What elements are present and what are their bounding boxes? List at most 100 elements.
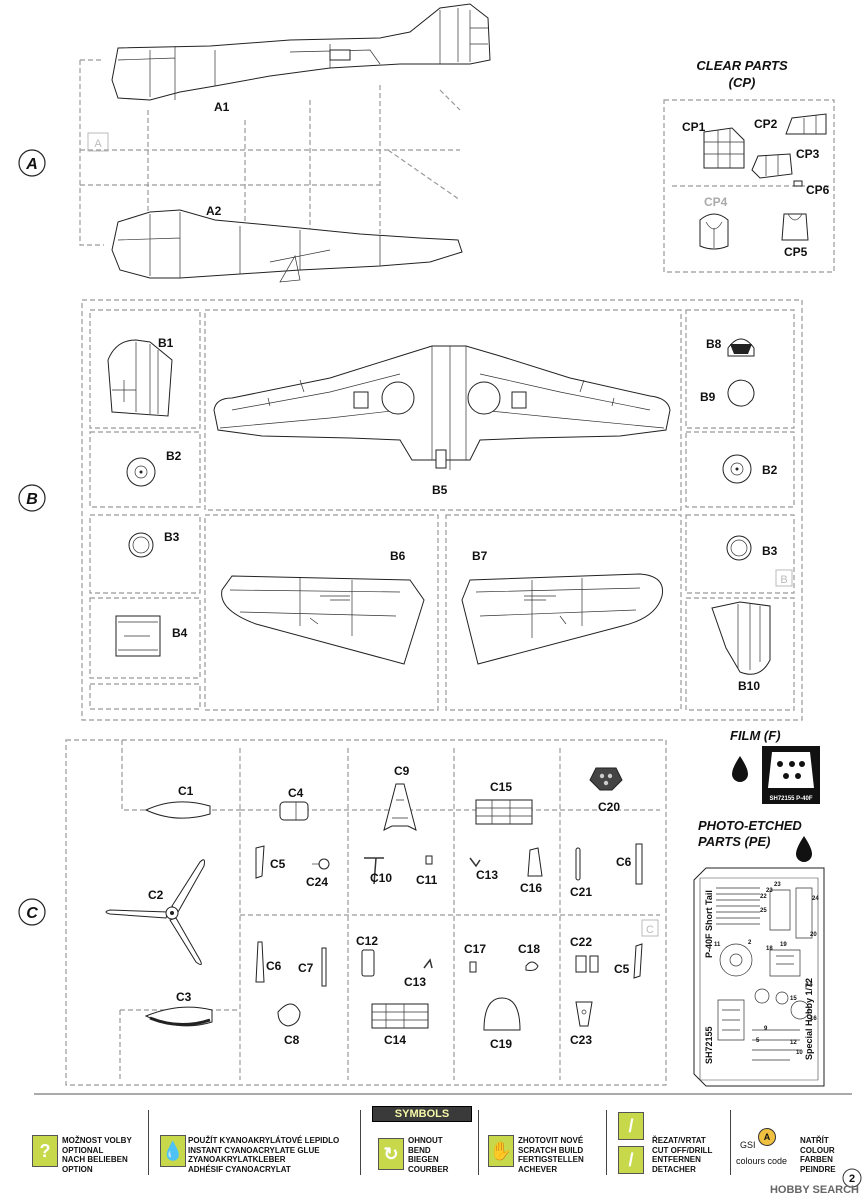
part-label-b2-left: B2 bbox=[166, 449, 182, 463]
part-label-cp6: CP6 bbox=[806, 183, 830, 197]
pe-number: 10 bbox=[796, 1050, 803, 1056]
part-c5 bbox=[255, 845, 265, 879]
sprue-b-tag: B bbox=[780, 574, 787, 586]
pe-fret-code: SH72155 bbox=[704, 1026, 714, 1064]
part-label-a2: A2 bbox=[206, 204, 222, 218]
part-label-c22: C22 bbox=[570, 935, 592, 949]
sprue-a-tag: A bbox=[94, 138, 102, 150]
part-c24 bbox=[318, 858, 330, 870]
pe-number: 9 bbox=[764, 1026, 768, 1032]
part-c8 bbox=[277, 1003, 301, 1027]
legend-optional: MOŽNOST VOLBY OPTIONAL NACH BELIEBEN OPT… bbox=[62, 1136, 132, 1174]
pe-number: 18 bbox=[766, 946, 773, 952]
part-c21 bbox=[575, 847, 581, 881]
part-label-b1: B1 bbox=[158, 336, 174, 350]
part-label-cp5: CP5 bbox=[784, 245, 808, 259]
part-label-b6: B6 bbox=[390, 549, 406, 563]
part-c11 bbox=[425, 855, 433, 865]
cut-icon: / bbox=[618, 1112, 644, 1140]
part-label-c5-b: C5 bbox=[614, 962, 630, 976]
pe-number: 20 bbox=[810, 932, 817, 938]
pe-fret bbox=[693, 867, 825, 1087]
clear-parts-title-1: CLEAR PARTS bbox=[696, 58, 788, 73]
part-label-b2-right: B2 bbox=[762, 463, 778, 477]
pe-number: 12 bbox=[790, 1040, 797, 1046]
legend-separator bbox=[478, 1110, 479, 1175]
part-label-c4: C4 bbox=[288, 786, 304, 800]
film-title: FILM (F) bbox=[730, 728, 781, 743]
part-label-c13: C13 bbox=[476, 868, 498, 882]
watermark: HOBBY SEARCH bbox=[769, 1184, 859, 1196]
part-label-cp2: CP2 bbox=[754, 117, 778, 131]
fuselage-a1 bbox=[111, 3, 491, 101]
gsi-code-icon: A bbox=[758, 1128, 776, 1146]
pe-number: 23 bbox=[774, 882, 781, 888]
part-label-c11: C11 bbox=[416, 873, 438, 887]
part-label-b5: B5 bbox=[432, 483, 448, 497]
part-label-cp1: CP1 bbox=[682, 120, 706, 134]
part-label-c1: C1 bbox=[178, 784, 194, 798]
legend-scratch: ZHOTOVIT NOVÉ SCRATCH BUILD FERTIGSTELLE… bbox=[518, 1136, 584, 1174]
wing-upper-b6 bbox=[221, 575, 425, 665]
part-c13-b bbox=[423, 958, 433, 969]
legend-separator bbox=[606, 1110, 607, 1175]
part-label-c15: C15 bbox=[490, 780, 512, 794]
spinner-c1 bbox=[144, 801, 211, 819]
clear-parts: CLEAR PARTS (CP) CP1 CP2 CP3 CP4 CP5 CP6 bbox=[663, 58, 835, 273]
part-label-c6: C6 bbox=[616, 855, 632, 869]
canopy-cp1 bbox=[703, 127, 745, 169]
pe-number: 15 bbox=[790, 996, 797, 1002]
propeller-c2 bbox=[105, 859, 205, 966]
film-section: FILM (F) SH72155 P-40F bbox=[730, 728, 820, 804]
canopy-cp3 bbox=[751, 153, 793, 179]
pe-number: 24 bbox=[812, 896, 819, 902]
sprue-c-tag: C bbox=[646, 924, 654, 936]
clear-part-cp5 bbox=[781, 213, 809, 241]
part-label-c20: C20 bbox=[598, 800, 620, 814]
optional-icon: ? bbox=[32, 1135, 58, 1167]
legend-cut: ŘEZAT/VRTAT CUT OFF/DRILL ENTFERNEN DETA… bbox=[652, 1136, 713, 1174]
part-label-c9: C9 bbox=[394, 764, 410, 778]
gsi-label: GSI bbox=[740, 1140, 756, 1150]
fuselage-a2 bbox=[111, 209, 463, 283]
legend-glue: POUŽÍT KYANOAKRYLÁTOVÉ LEPIDLO INSTANT C… bbox=[188, 1136, 340, 1174]
glue-drop-icon-pe bbox=[796, 836, 812, 862]
part-label-c13-b: C13 bbox=[404, 975, 426, 989]
elevator-b10 bbox=[711, 601, 771, 675]
part-label-c21: C21 bbox=[570, 885, 592, 899]
pe-number: 5 bbox=[756, 1038, 760, 1044]
section-b: B B bbox=[18, 299, 803, 721]
gsi-caption: colours code bbox=[736, 1156, 788, 1166]
part-label-b4: B4 bbox=[172, 626, 188, 640]
page-number-circle bbox=[842, 1168, 862, 1188]
legend-paint: NATŘÍT COLOUR FARBEN PEINDRE bbox=[800, 1136, 836, 1174]
part-label-c19: C19 bbox=[490, 1037, 512, 1051]
part-label-c5: C5 bbox=[270, 857, 286, 871]
clear-part-cp6 bbox=[793, 180, 803, 187]
part-c7 bbox=[321, 947, 327, 987]
part-c6 bbox=[635, 843, 643, 885]
part-c12 bbox=[361, 949, 375, 977]
part-label-c6-b: C6 bbox=[266, 959, 282, 973]
section-b-letter: B bbox=[26, 491, 38, 508]
pe-title-2: PARTS (PE) bbox=[698, 834, 770, 849]
pe-fret-text-1: P-40F Short Tail bbox=[704, 890, 714, 958]
pe-number: 22 bbox=[760, 894, 767, 900]
pe-number: 14 bbox=[806, 982, 813, 988]
part-c9 bbox=[383, 783, 417, 831]
part-label-b3-right: B3 bbox=[762, 544, 778, 558]
glue-drop-icon bbox=[732, 756, 748, 782]
symbols-title: SYMBOLS bbox=[372, 1106, 472, 1122]
legend-separator bbox=[360, 1110, 361, 1175]
legend-separator bbox=[148, 1110, 149, 1175]
part-label-c23: C23 bbox=[570, 1033, 592, 1047]
canopy-cp2 bbox=[785, 113, 827, 135]
part-label-c12: C12 bbox=[356, 934, 378, 948]
pe-number: 19 bbox=[780, 942, 787, 948]
pe-number: 23 bbox=[766, 888, 773, 894]
part-c4 bbox=[279, 801, 309, 821]
part-label-b10: B10 bbox=[738, 679, 760, 693]
pe-number: 16 bbox=[810, 1016, 817, 1022]
drill-icon: / bbox=[618, 1146, 644, 1174]
